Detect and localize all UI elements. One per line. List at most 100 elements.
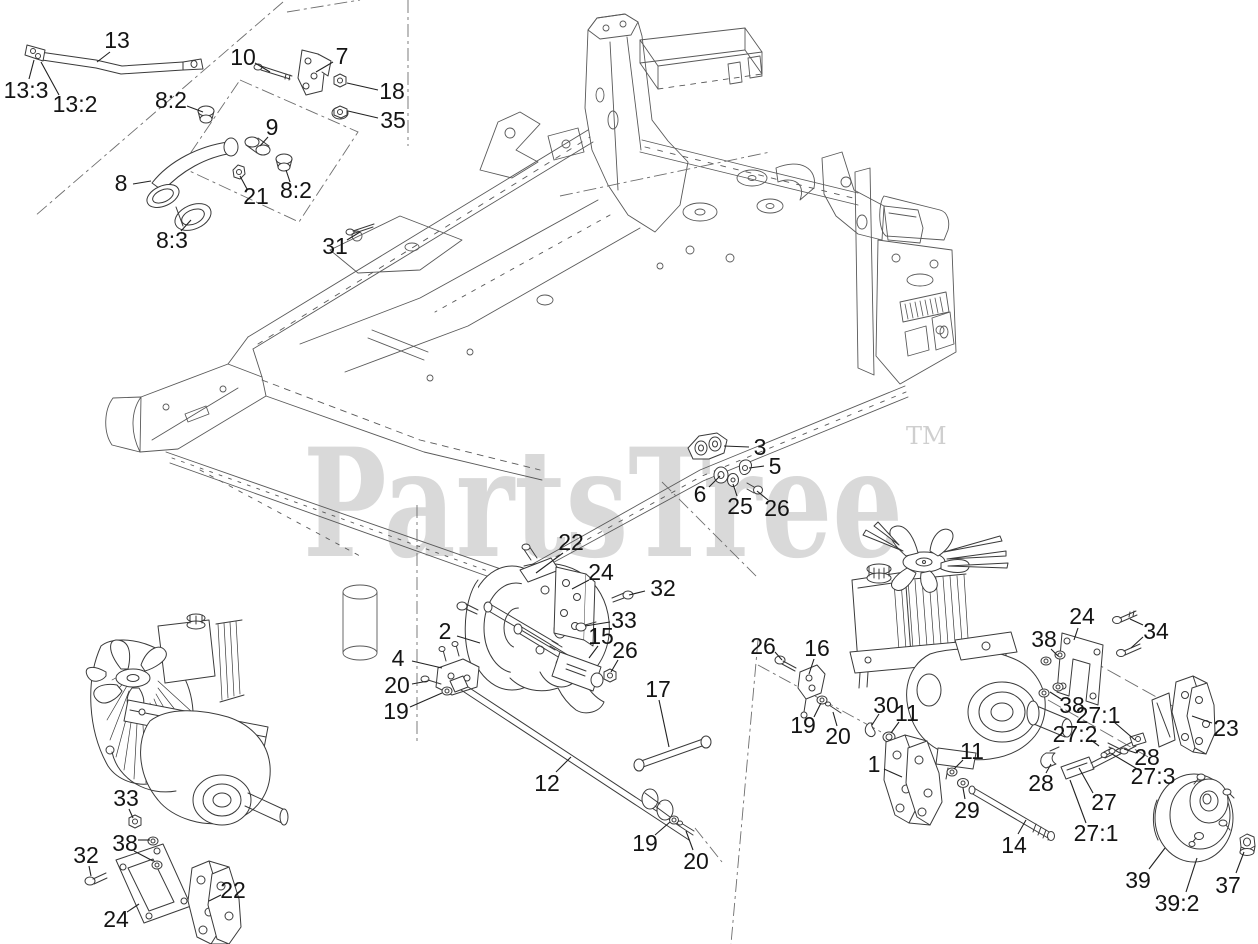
callout-leader-8 bbox=[132, 180, 152, 185]
callout-label-10: 10 bbox=[230, 44, 256, 70]
callout-leader-39:2 bbox=[1185, 857, 1198, 893]
caliper-23 bbox=[1151, 675, 1216, 755]
callout-label-32: 32 bbox=[650, 575, 676, 601]
callout-leader-27:1 bbox=[1069, 779, 1087, 824]
callout-leader-39 bbox=[1148, 847, 1166, 870]
brake-kit-2 bbox=[456, 543, 634, 714]
callout-label-27: 27 bbox=[1091, 789, 1117, 815]
callout-label-17: 17 bbox=[645, 676, 671, 702]
callout-label-19: 19 bbox=[632, 830, 658, 856]
callout-leader-38 bbox=[133, 850, 154, 862]
callout-leader-27:2 bbox=[1090, 739, 1100, 747]
callout-leader-20 bbox=[411, 680, 429, 685]
callout-label-5: 5 bbox=[769, 453, 782, 479]
callout-leader-13:2 bbox=[40, 61, 60, 96]
callout-label-26: 26 bbox=[750, 633, 776, 659]
callout-leader-33 bbox=[584, 621, 611, 627]
hatched-plate bbox=[905, 297, 943, 319]
callout-label-24: 24 bbox=[588, 559, 614, 585]
left-brake-bracket-group bbox=[84, 814, 242, 944]
right-transmission bbox=[849, 521, 1073, 780]
callout-leader-22 bbox=[208, 894, 222, 902]
callout-leader-19 bbox=[409, 692, 443, 708]
callout-leader-30 bbox=[871, 713, 880, 726]
watermark-tm: TM bbox=[906, 422, 947, 450]
callout-label-16: 16 bbox=[804, 635, 830, 661]
callout-leader-26 bbox=[774, 651, 783, 661]
callout-leader-32 bbox=[628, 590, 646, 596]
callout-label-34: 34 bbox=[1143, 618, 1169, 644]
callout-leader-27:1 bbox=[1113, 721, 1136, 741]
callout-leader-13:3 bbox=[28, 59, 35, 80]
callout-leader-34 bbox=[1129, 618, 1144, 626]
callout-leader-11 bbox=[953, 759, 964, 770]
right-bracket-24-group bbox=[1038, 610, 1142, 706]
callout-leader-10 bbox=[254, 62, 271, 73]
linkage-27-group bbox=[1040, 732, 1147, 780]
callout-leader-8:2 bbox=[186, 105, 204, 113]
callout-leader-2 bbox=[456, 635, 481, 644]
callout-leader-20 bbox=[685, 830, 694, 851]
callout-leader-7 bbox=[315, 61, 334, 73]
callout-label-20: 20 bbox=[683, 848, 709, 874]
callout-label-13:3: 13:3 bbox=[4, 77, 49, 103]
callout-leader-18 bbox=[346, 82, 379, 91]
callout-label-12: 12 bbox=[534, 770, 560, 796]
bracket-3-group bbox=[687, 432, 763, 495]
callout-leader-9 bbox=[259, 136, 269, 147]
callout-label-37: 37 bbox=[1215, 872, 1241, 898]
bushings-spacer bbox=[197, 105, 293, 180]
callout-leader-28 bbox=[1045, 763, 1052, 774]
callout-leader-27 bbox=[1078, 767, 1094, 794]
callout-leader-37 bbox=[1235, 851, 1245, 874]
callout-leader-3 bbox=[723, 445, 750, 448]
brake-rod-13 bbox=[24, 44, 204, 75]
callout-label-33: 33 bbox=[113, 785, 139, 811]
callout-leader-8:2 bbox=[285, 169, 291, 183]
callout-label-11: 11 bbox=[895, 700, 919, 726]
callout-label-22: 22 bbox=[220, 877, 246, 903]
callout-label-22: 22 bbox=[558, 529, 584, 555]
callout-label-20: 20 bbox=[384, 672, 410, 698]
callout-leader-17 bbox=[658, 699, 670, 748]
callout-label-19: 19 bbox=[790, 712, 816, 738]
bracket-4-group bbox=[420, 641, 480, 696]
callout-label-15: 15 bbox=[588, 623, 614, 649]
callout-label-23: 23 bbox=[1213, 715, 1239, 741]
callout-leader-20 bbox=[832, 711, 838, 727]
callout-label-26: 26 bbox=[612, 637, 638, 663]
callout-leader-4 bbox=[411, 660, 443, 669]
callout-label-39:2: 39:2 bbox=[1155, 890, 1200, 916]
callout-leader-33 bbox=[128, 808, 134, 819]
callout-leader-11 bbox=[890, 721, 900, 734]
callout-label-31: 31 bbox=[322, 233, 348, 259]
callout-label-27:1: 27:1 bbox=[1074, 820, 1119, 846]
callout-leader-25 bbox=[732, 483, 738, 497]
left-transmission bbox=[85, 613, 289, 826]
callout-label-35: 35 bbox=[380, 107, 406, 133]
callout-label-25: 25 bbox=[727, 493, 753, 519]
callout-label-28: 28 bbox=[1134, 744, 1160, 770]
watermark-text: PartsTree bbox=[303, 416, 903, 592]
callout-label-2: 2 bbox=[439, 618, 452, 644]
callout-label-20: 20 bbox=[825, 723, 851, 749]
callout-label-38: 38 bbox=[112, 830, 138, 856]
callout-label-13: 13 bbox=[104, 27, 130, 53]
callout-label-38: 38 bbox=[1031, 626, 1057, 652]
callout-label-7: 7 bbox=[336, 43, 349, 69]
callout-label-24: 24 bbox=[103, 906, 129, 932]
callout-leader-23 bbox=[1191, 715, 1213, 724]
callout-label-27:3: 27:3 bbox=[1131, 763, 1176, 789]
callout-leader-24 bbox=[571, 579, 590, 590]
bracket-16-group bbox=[774, 655, 896, 743]
callout-label-8: 8 bbox=[115, 170, 128, 196]
callout-leader-38 bbox=[1050, 648, 1059, 657]
callout-label-32: 32 bbox=[73, 842, 99, 868]
callout-leader-26 bbox=[610, 659, 619, 673]
callout-leader-13 bbox=[96, 51, 111, 63]
callout-leader-21 bbox=[239, 175, 248, 190]
callout-label-24: 24 bbox=[1069, 603, 1095, 629]
exploded-parts-art bbox=[24, 44, 1256, 944]
